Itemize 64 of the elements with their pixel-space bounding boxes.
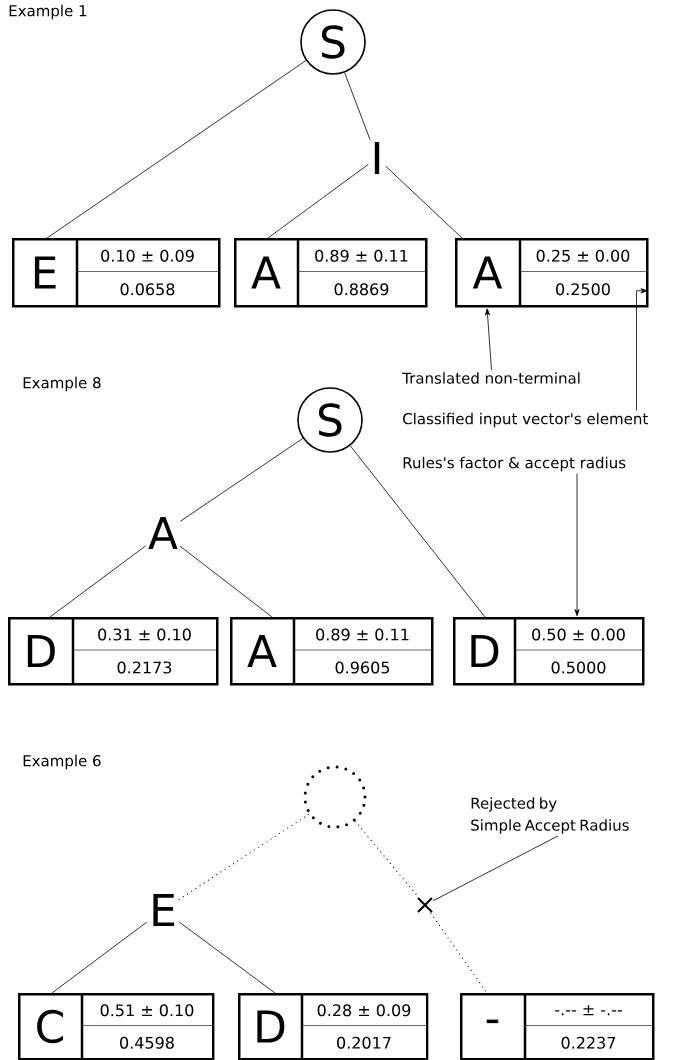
value-cell: 0.2017 bbox=[337, 1036, 391, 1049]
factor-cell: 0.89 ± 0.11 bbox=[316, 628, 409, 641]
value-cell: 0.5000 bbox=[551, 661, 606, 674]
value-cell: 0.4598 bbox=[120, 1036, 174, 1049]
tree-branch bbox=[349, 445, 486, 618]
value-cell: 0.2500 bbox=[556, 283, 610, 296]
tree-symbol: A bbox=[148, 516, 178, 550]
dotted-branch bbox=[178, 813, 310, 901]
factor-cell: 0.10 ± 0.09 bbox=[101, 249, 194, 262]
symbol-cell: A bbox=[247, 634, 277, 668]
tree-leaf-box bbox=[230, 617, 434, 686]
tree-branch bbox=[51, 921, 148, 994]
arrow bbox=[574, 473, 580, 617]
factor-cell: 0.89 ± 0.11 bbox=[315, 249, 408, 262]
value-cell: 0.2237 bbox=[561, 1036, 616, 1049]
symbol-cell: A bbox=[251, 256, 281, 289]
value-cell: 0.8869 bbox=[334, 283, 389, 296]
symbol-cell: A bbox=[472, 256, 503, 289]
tree-leaf-box bbox=[18, 993, 215, 1060]
tree-leaf-box bbox=[238, 993, 429, 1060]
cross-mark bbox=[417, 897, 433, 913]
tree-leaf-box bbox=[453, 617, 645, 686]
factor-cell: 0.28 ± 0.09 bbox=[317, 1004, 411, 1017]
tree-branch bbox=[178, 921, 276, 994]
tree-branch bbox=[267, 164, 369, 239]
tree-leaf-box bbox=[12, 238, 221, 308]
factor-cell: 0.25 ± 0.00 bbox=[536, 249, 630, 262]
factor-cell: -.-- ± -.-- bbox=[555, 1005, 622, 1016]
dotted-circle bbox=[303, 765, 367, 829]
example-heading: Example 6 bbox=[23, 754, 101, 770]
tree-leaf-box bbox=[460, 993, 655, 1060]
arrow bbox=[636, 288, 648, 411]
value-cell: 0.9605 bbox=[335, 661, 390, 674]
symbol-cell: E bbox=[34, 256, 56, 289]
leader-line bbox=[432, 835, 559, 902]
factor-cell: 0.31 ± 0.10 bbox=[98, 628, 191, 641]
arrow bbox=[485, 308, 492, 371]
tree-branch bbox=[385, 165, 463, 239]
symbol-cell: D bbox=[471, 634, 499, 668]
example-heading: Example 1 bbox=[9, 4, 87, 20]
factor-cell: 0.51 ± 0.10 bbox=[100, 1004, 194, 1017]
tree-leaf-box bbox=[8, 617, 219, 686]
tree-symbol: E bbox=[153, 893, 175, 927]
annotation-text: Rejected by Simple Accept Radius bbox=[471, 797, 629, 834]
symbol-cell: D bbox=[257, 1010, 285, 1043]
tree-branch bbox=[49, 545, 147, 618]
dotted-branch bbox=[430, 912, 488, 994]
tree-branch bbox=[344, 72, 371, 141]
symbol-cell: C bbox=[37, 1009, 63, 1044]
annotation-text: Translated non-terminal bbox=[402, 372, 580, 384]
factor-cell: 0.50 ± 0.00 bbox=[532, 628, 625, 641]
tree-leaf-box bbox=[455, 238, 649, 308]
value-cell: 0.0658 bbox=[120, 283, 175, 296]
annotation-text: Rules's factor & accept radius bbox=[403, 456, 626, 472]
tree-branch bbox=[179, 438, 304, 522]
tree-symbol: I bbox=[374, 141, 380, 175]
tree-branch bbox=[179, 545, 273, 618]
value-cell: 0.2173 bbox=[117, 661, 172, 674]
annotation-text: Classified input vector's element bbox=[403, 412, 648, 428]
tree-branch bbox=[46, 60, 307, 239]
example-heading: Example 8 bbox=[23, 376, 101, 392]
symbol-cell: - bbox=[486, 1019, 499, 1024]
symbol-cell: D bbox=[27, 634, 55, 668]
tree-leaf-box bbox=[234, 238, 428, 308]
